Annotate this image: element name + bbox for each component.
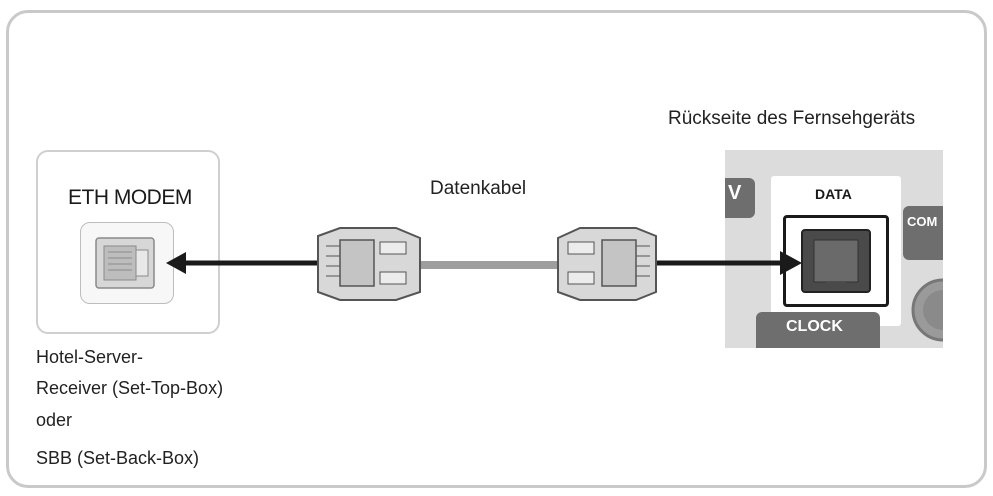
caption-line-1: Hotel-Server- <box>36 347 144 367</box>
tv-clock-tab <box>756 312 880 348</box>
caption-line-4: SBB (Set-Back-Box) <box>36 448 200 468</box>
right-rj45-plug-icon <box>557 227 657 301</box>
tv-left-tab <box>725 178 755 218</box>
tv-data-label: DATA <box>815 186 852 202</box>
eth-modem-label: ETH MODEM <box>68 186 192 209</box>
tv-back-label: Rückseite des Fernsehgeräts <box>668 108 916 129</box>
tv-left-tab-label: V <box>728 182 742 204</box>
caption-line-2: Receiver (Set-Top-Box) <box>36 378 224 398</box>
tv-clock-label: CLOCK <box>786 318 843 335</box>
arrow-to-modem-icon <box>166 252 318 274</box>
cable-label: Datenkabel <box>430 178 527 199</box>
modem-rj45-port-icon <box>95 237 155 289</box>
tv-panel-round-connector <box>911 278 943 342</box>
caption-line-3: oder <box>36 410 73 430</box>
tv-data-jack-icon <box>801 229 871 293</box>
tv-right-tab <box>903 206 943 260</box>
arrow-to-tv-icon <box>655 251 802 275</box>
tv-right-tab-label: COM <box>907 214 938 229</box>
left-rj45-plug-icon <box>317 227 421 301</box>
